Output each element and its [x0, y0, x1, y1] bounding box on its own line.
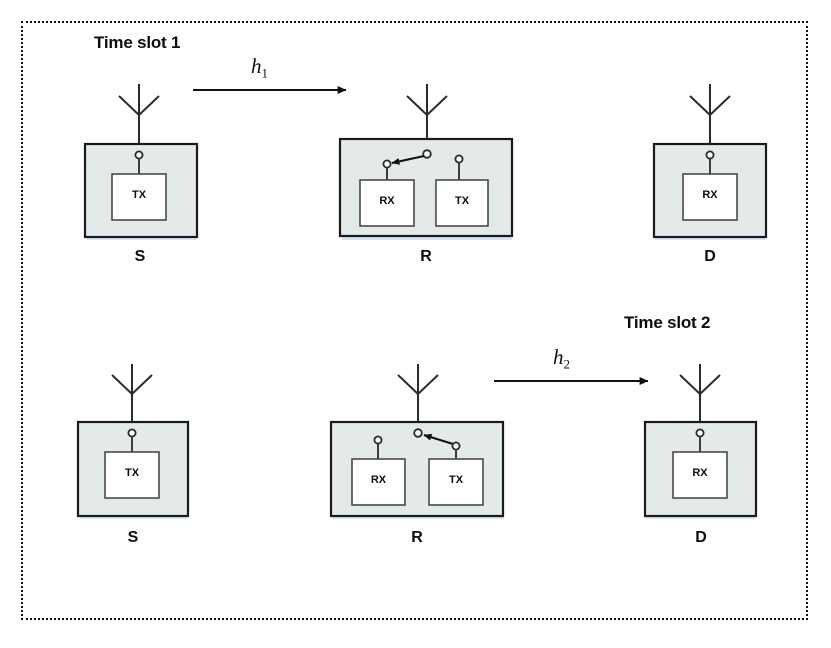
tx-label-r1: TX	[454, 195, 470, 207]
node-letter-s-slot2: S	[127, 529, 139, 546]
node-d-slot2	[643, 364, 758, 518]
tx-terminal	[454, 154, 464, 164]
switch-blade	[391, 155, 425, 165]
tx-block	[435, 179, 489, 227]
node-letter-s-slot1: S	[134, 248, 146, 265]
tx-block	[111, 173, 167, 221]
rx-label-d1: RX	[702, 189, 718, 201]
channel-label-h2: h2	[553, 345, 570, 373]
node-letter-d-slot1: D	[704, 248, 716, 265]
antenna-terminal	[134, 150, 144, 160]
antenna-icon	[406, 84, 448, 139]
node-r-slot1	[338, 84, 514, 238]
tx-block	[104, 451, 160, 499]
slot2-title: Time slot 2	[624, 313, 711, 332]
node-s-slot1	[83, 84, 199, 239]
node-d-slot1	[652, 84, 768, 239]
node-letter-r-slot2: R	[411, 529, 423, 546]
tx-label-r2: TX	[448, 474, 464, 486]
rx-label-d2: RX	[692, 467, 708, 479]
slot1-title: Time slot 1	[94, 33, 181, 52]
h1-subscript: 1	[261, 65, 269, 81]
node-s-slot2	[76, 364, 190, 518]
h1-base: h	[251, 54, 262, 78]
rx-block	[359, 179, 415, 227]
tx-label-s1: TX	[131, 189, 147, 201]
node-letter-r-slot1: R	[420, 248, 432, 265]
antenna-terminal	[422, 149, 432, 159]
tx-block	[428, 458, 484, 506]
tx-label-s2: TX	[124, 467, 140, 479]
antenna-terminal	[127, 428, 137, 438]
figure-outer-frame	[21, 21, 808, 620]
h2-base: h	[553, 345, 564, 369]
tx-terminal	[451, 441, 461, 451]
antenna-icon	[397, 364, 439, 422]
antenna-terminal	[705, 150, 715, 160]
channel-label-h1: h1	[251, 54, 268, 82]
node-r-slot2	[329, 364, 505, 518]
node-letter-d-slot2: D	[695, 529, 707, 546]
rx-terminal	[382, 159, 392, 169]
antenna-terminal	[413, 428, 423, 438]
antenna-icon	[679, 364, 721, 422]
rx-label-r1: RX	[379, 195, 395, 207]
antenna-icon	[111, 364, 153, 422]
rx-terminal	[373, 435, 383, 445]
rx-block	[351, 458, 406, 506]
switch-blade	[423, 433, 454, 445]
antenna-icon	[689, 84, 731, 144]
rx-label-r2: RX	[370, 474, 387, 486]
rx-block	[672, 451, 728, 499]
rx-block	[682, 173, 738, 221]
antenna-terminal	[695, 428, 705, 438]
h2-subscript: 2	[563, 356, 571, 372]
antenna-icon	[118, 84, 160, 144]
